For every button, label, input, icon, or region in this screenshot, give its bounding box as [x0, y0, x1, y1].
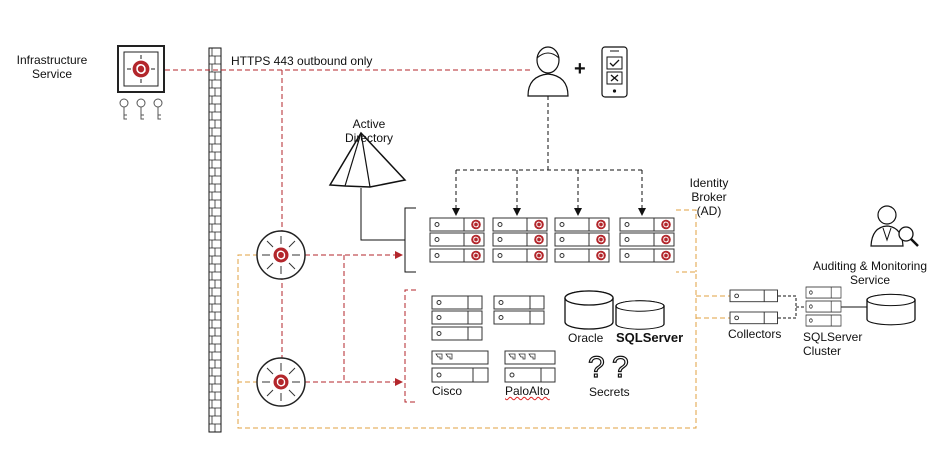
svg-text:?: ?	[588, 351, 605, 384]
secrets-icon: ? ?	[587, 350, 629, 384]
auditing-service-label: Auditing & Monitoring Service	[812, 259, 928, 287]
key-icon	[119, 98, 163, 120]
vault-icon	[117, 45, 165, 93]
mfa-phone-icon	[601, 46, 628, 98]
active-directory-icon	[328, 131, 407, 188]
https-label: HTTPS 443 outbound only	[231, 54, 373, 68]
oracle-db-icon	[564, 290, 614, 330]
svg-text:?: ?	[612, 351, 629, 384]
active-directory-label: Active Directory	[344, 117, 393, 145]
sqlserver-cluster-servers	[805, 286, 842, 327]
paloalto-device	[504, 350, 556, 383]
secrets-label: Secrets	[589, 385, 630, 399]
audit-links	[237, 209, 730, 429]
identity-broker-label: Identity Broker (AD)	[689, 176, 729, 218]
cisco-label: Cisco	[432, 384, 463, 398]
resource-servers	[431, 295, 545, 341]
sqlserver-db-icon	[615, 300, 665, 330]
collector-servers	[729, 289, 778, 325]
firewall-wall	[208, 47, 222, 433]
gateway-bottom	[256, 357, 306, 407]
cluster-db-icon	[866, 293, 916, 326]
user-icon	[527, 46, 569, 97]
paloalto-label: PaloAlto	[505, 384, 550, 398]
auditor-icon	[870, 205, 919, 247]
sqlserver-label: SQLServer	[616, 330, 684, 345]
cisco-device	[431, 350, 489, 383]
infrastructure-service-label: Infrastructure Service	[16, 53, 88, 81]
gateway-top	[256, 230, 306, 280]
oracle-label: Oracle	[568, 331, 604, 345]
sqlserver-cluster-label: SQLServer Cluster	[803, 330, 863, 358]
identity-broker-servers	[430, 218, 674, 262]
collectors-label: Collectors	[728, 327, 782, 341]
plus-sign: +	[574, 58, 586, 80]
